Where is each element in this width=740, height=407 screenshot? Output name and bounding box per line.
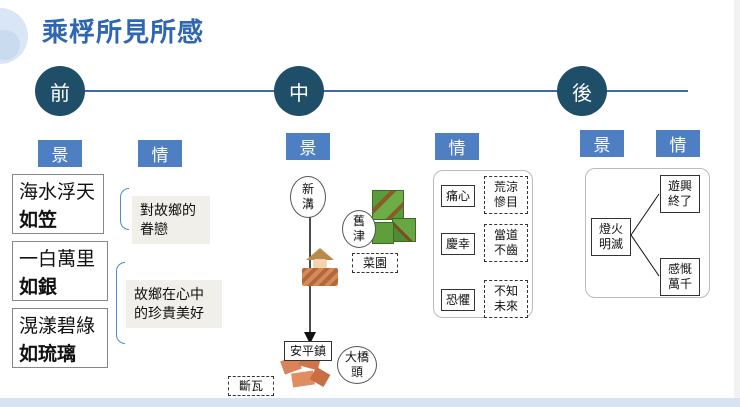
route-anping-town: 安平鎮 bbox=[284, 341, 332, 361]
right-edge bbox=[734, 0, 740, 407]
feeling-note-1-line2: 眷戀 bbox=[140, 222, 168, 238]
farmer-figure bbox=[302, 246, 338, 288]
header-middle-feeling: 情 bbox=[435, 133, 479, 160]
feeling-note-2: 故鄉在心中 的珍貴美好 bbox=[126, 280, 222, 328]
header-after-feeling: 情 bbox=[656, 130, 700, 157]
route-broken-tiles: 斷瓦 bbox=[228, 376, 274, 396]
feeling-note-2-line2: 的珍貴美好 bbox=[134, 306, 204, 322]
brace-1 bbox=[120, 188, 129, 230]
feeling-note-1: 對故鄉的 眷戀 bbox=[132, 196, 210, 244]
feeling-label-2: 慶幸 bbox=[441, 233, 475, 255]
phrase-box-2: 一白萬里 如銀 bbox=[12, 241, 108, 301]
header-before-scene: 景 bbox=[38, 140, 82, 167]
brace-2 bbox=[116, 262, 125, 344]
straw-hat bbox=[306, 248, 334, 260]
feeling-label-3: 恐懼 bbox=[441, 289, 475, 311]
phrase-1-line2: 如笠 bbox=[19, 209, 58, 231]
phrase-box-3: 滉漾碧綠 如琉璃 bbox=[12, 308, 108, 368]
field-image-2 bbox=[392, 218, 416, 242]
after-feeling-box-1: 遊興終了 bbox=[660, 175, 700, 213]
phrase-box-1: 海水浮天 如笠 bbox=[12, 174, 104, 234]
route-big-bridge: 大橋頭 bbox=[337, 346, 377, 384]
feeling-detail-3: 不知未來 bbox=[484, 280, 528, 318]
page-title: 乘桴所見所感 bbox=[42, 18, 205, 48]
field-image-1 bbox=[372, 190, 404, 220]
feeling-label-1: 痛心 bbox=[441, 185, 475, 207]
header-after-scene: 景 bbox=[580, 130, 624, 157]
phrase-2-line2: 如銀 bbox=[19, 276, 58, 298]
feeling-detail-2: 當道不齒 bbox=[484, 224, 528, 262]
after-connectors bbox=[630, 193, 660, 277]
tile-roof bbox=[302, 268, 338, 286]
phrase-3-line1: 滉漾碧綠 bbox=[19, 315, 96, 337]
header-middle-scene: 景 bbox=[286, 133, 330, 160]
timeline-node-middle: 中 bbox=[274, 66, 324, 116]
face bbox=[313, 259, 327, 269]
after-scene-box: 燈火明滅 bbox=[591, 218, 631, 256]
timeline-node-before: 前 bbox=[35, 66, 85, 116]
timeline-node-after: 後 bbox=[557, 66, 607, 116]
route-start-new-ditch: 新溝 bbox=[290, 176, 326, 218]
phrase-2-line1: 一白萬里 bbox=[19, 248, 96, 270]
feeling-note-1-line1: 對故鄉的 bbox=[140, 203, 196, 219]
after-feeling-box-2: 感慨萬千 bbox=[660, 258, 700, 296]
feeling-detail-1: 荒涼慘目 bbox=[484, 176, 528, 214]
bottom-band bbox=[0, 398, 740, 407]
decorative-blob-small bbox=[0, 30, 20, 60]
phrase-3-line2: 如琉璃 bbox=[19, 343, 77, 365]
feeling-note-2-line1: 故鄉在心中 bbox=[134, 287, 204, 303]
header-before-feeling: 情 bbox=[138, 140, 182, 167]
timeline-line bbox=[60, 90, 688, 92]
phrase-1-line1: 海水浮天 bbox=[19, 181, 96, 203]
route-old-ferry: 舊津 bbox=[342, 210, 376, 248]
route-vegetable-garden: 菜園 bbox=[352, 253, 398, 273]
